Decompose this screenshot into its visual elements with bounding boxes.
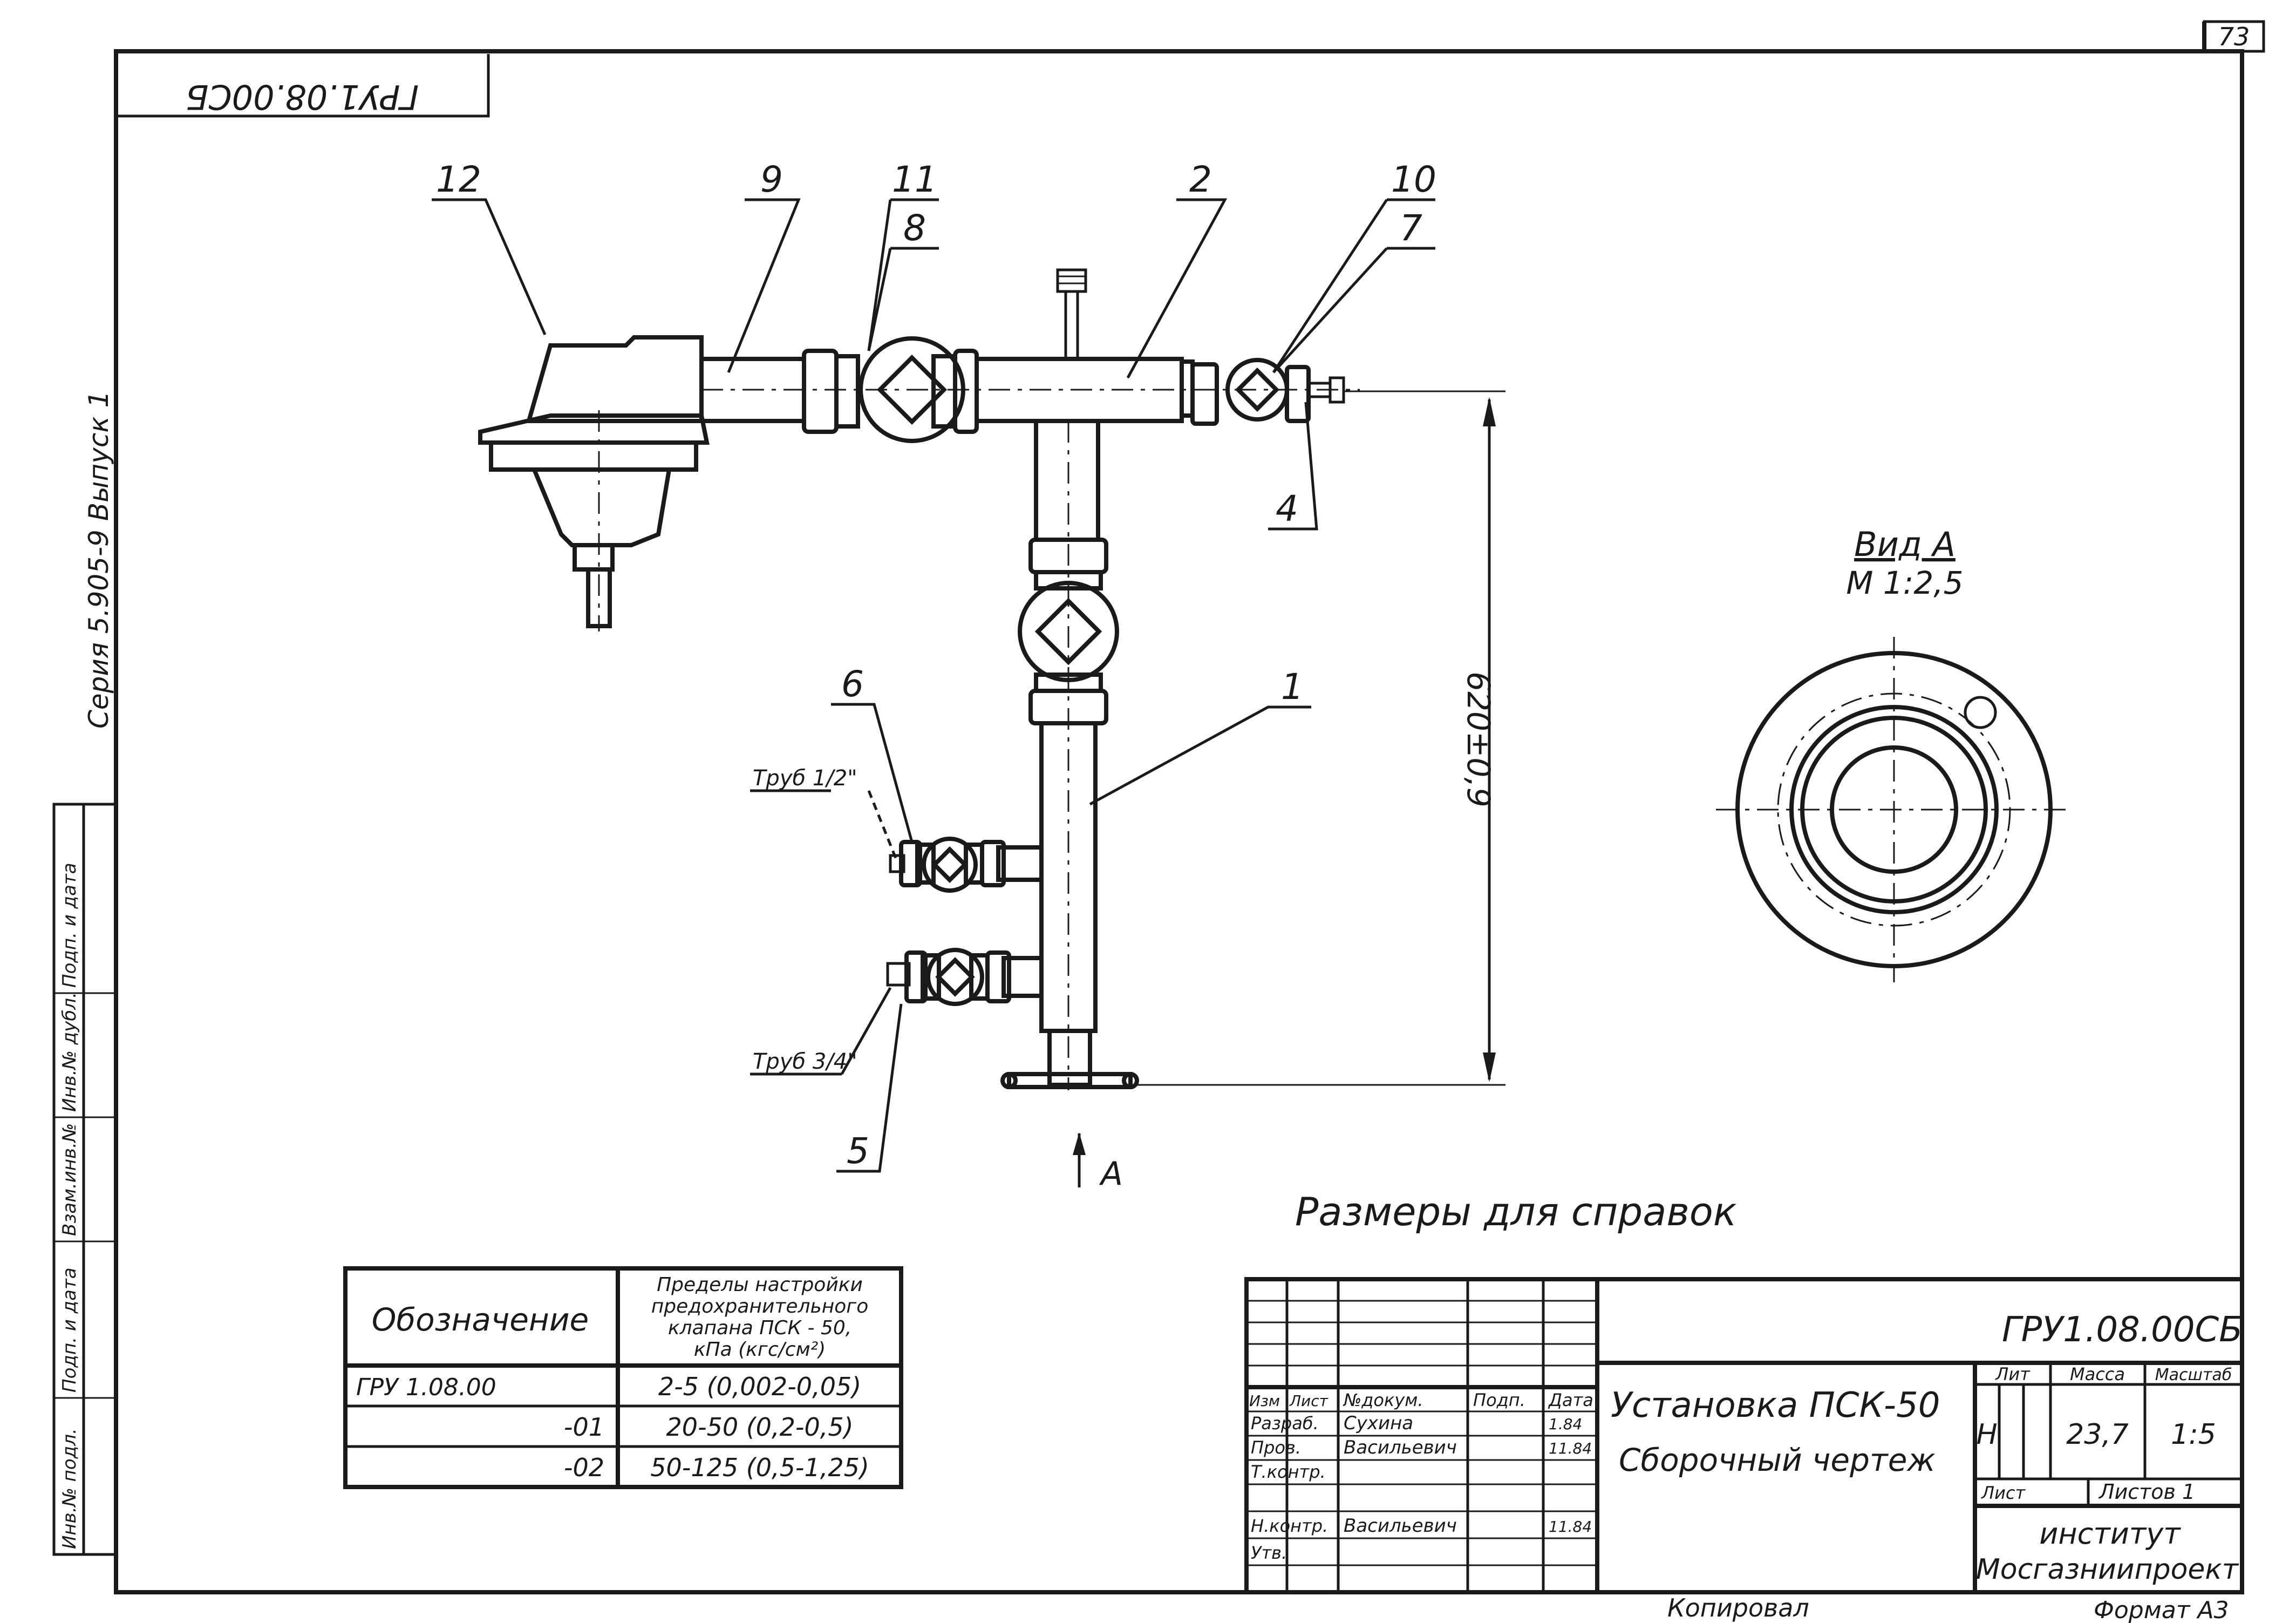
title-block: ГРУ1.08.00СБ Установка ПСК-50 Сборочный … xyxy=(1244,1277,2244,1594)
table-header-range-3: клапана ПСК - 50, xyxy=(668,1317,851,1339)
callout-9: 9 xyxy=(760,159,783,200)
rotated-code-box: ГРУ1.08.00СБ xyxy=(116,54,490,118)
institute-line-1: институт xyxy=(2039,1517,2181,1551)
settings-table: Обозначение Пределы настройки предохрани… xyxy=(343,1266,903,1489)
table-header-range-1: Пределы настройки xyxy=(657,1274,863,1296)
role-name: Васильевич xyxy=(1344,1515,1457,1537)
role-label: Разраб. xyxy=(1251,1413,1319,1434)
sheet-frame: 73 xyxy=(114,20,2265,1594)
callout-10: 10 xyxy=(1391,159,1436,200)
footer-format: Формат А3 xyxy=(2094,1597,2229,1623)
footer-copied: Копировал xyxy=(1667,1593,1809,1622)
hdr-list: Лист xyxy=(1289,1392,1328,1410)
riser-upper xyxy=(1034,419,1100,542)
reference-note: Размеры для справок xyxy=(1295,1189,1736,1234)
doc-code: ГРУ1.08.00СБ xyxy=(2002,1310,2243,1350)
table-header-range-2: предохранительного xyxy=(651,1295,868,1318)
rotated-doc-code: ГРУ1.08.00СБ xyxy=(186,77,419,117)
callout-2: 2 xyxy=(1189,159,1212,200)
callout-8: 8 xyxy=(903,207,926,249)
callout-4: 4 xyxy=(1276,488,1298,529)
callout-11: 11 xyxy=(892,159,937,200)
institute-line-2: Мосгазниипроект xyxy=(1976,1553,2239,1586)
lit-value: Н xyxy=(1976,1418,1997,1451)
role-label: Т.контр. xyxy=(1251,1462,1326,1482)
scale-value: 1:5 xyxy=(2171,1418,2216,1451)
arrow-a-label: A xyxy=(1099,1155,1123,1193)
role-name: Сухина xyxy=(1344,1413,1413,1434)
role-name: Васильевич xyxy=(1344,1437,1457,1458)
strip-label-1: Подп. и дата xyxy=(59,863,80,988)
lit-label: Лит xyxy=(1995,1364,2031,1384)
callout-7: 7 xyxy=(1400,207,1422,249)
assembly-main xyxy=(478,268,1360,1090)
strip-label-3: Взам.инв.№ xyxy=(59,1123,80,1236)
view-a-title: Вид A xyxy=(1854,525,1956,564)
hdr-ndoc: №докум. xyxy=(1343,1390,1423,1410)
mass-value: 23,7 xyxy=(2066,1418,2129,1451)
label-pipe-half: Труб 1/2" xyxy=(753,766,857,791)
table-row-code: ГРУ 1.08.00 xyxy=(356,1374,496,1401)
role-date: 1.84 xyxy=(1549,1415,1582,1433)
label-pipe-threequarter: Труб 3/4" xyxy=(753,1049,857,1074)
strip-label-4: Подп. и дата xyxy=(59,1267,80,1393)
table-header-code: Обозначение xyxy=(372,1301,589,1338)
table-row-range: 50-125 (0,5-1,25) xyxy=(650,1453,869,1482)
strip-label-2: Инв.№ дубл. xyxy=(59,992,80,1112)
dimension-620: 620±0,9 xyxy=(1133,390,1505,1086)
branch-valve-6 xyxy=(889,837,1044,893)
role-date: 11.84 xyxy=(1549,1439,1592,1457)
page-number: 73 xyxy=(2218,22,2250,51)
table-row-code: -02 xyxy=(564,1453,604,1482)
role-label: Утв. xyxy=(1251,1543,1287,1563)
dimension-value: 620±0,9 xyxy=(1460,671,1497,807)
table-header-range-4: кПа (кгс/см²) xyxy=(694,1339,826,1361)
view-a: Вид A М 1:2,5 xyxy=(1716,525,2072,982)
table-row-range: 2-5 (0,002-0,05) xyxy=(658,1372,861,1401)
strip-label-5: Инв.№ подл. xyxy=(59,1428,80,1549)
sheets-label: Листов 1 xyxy=(2098,1480,2195,1504)
role-label: Н.контр. xyxy=(1251,1516,1328,1536)
sheet-label: Лист xyxy=(1981,1483,2026,1503)
table-row-code: -01 xyxy=(564,1413,604,1442)
branch-valve-5 xyxy=(886,948,1044,1006)
valve-part-10 xyxy=(1180,358,1345,426)
mass-label: Масса xyxy=(2070,1364,2125,1384)
base-flange xyxy=(1000,1029,1139,1089)
view-a-arrow: A xyxy=(1073,1132,1123,1193)
table-row-range: 20-50 (0,2-0,5) xyxy=(666,1413,853,1442)
title-line-1: Установка ПСК-50 xyxy=(1611,1386,1940,1425)
role-label: Пров. xyxy=(1251,1437,1301,1458)
role-date: 11.84 xyxy=(1549,1518,1592,1536)
hdr-izm: Изм xyxy=(1249,1392,1280,1410)
callout-6: 6 xyxy=(841,663,864,705)
title-line-2: Сборочный чертеж xyxy=(1619,1442,1936,1478)
scale-label: Масштаб xyxy=(2155,1366,2232,1384)
side-series-text: Серия 5.905-9 Выпуск 1 xyxy=(83,391,114,729)
view-a-scale: М 1:2,5 xyxy=(1846,565,1963,601)
callout-1: 1 xyxy=(1281,666,1304,708)
callouts: 12 9 11 8 2 10 7 4 6 1 5 Труб 1 xyxy=(432,159,1436,1173)
safety-valve-body xyxy=(478,335,710,631)
hdr-data: Дата xyxy=(1548,1390,1593,1410)
callout-12: 12 xyxy=(436,159,481,200)
vent-pipe xyxy=(1056,268,1087,361)
hdr-podp: Подп. xyxy=(1473,1390,1525,1410)
callout-5: 5 xyxy=(847,1130,869,1172)
left-strip: Подп. и дата Инв.№ дубл. Взам.инв.№ Подп… xyxy=(52,803,118,1556)
